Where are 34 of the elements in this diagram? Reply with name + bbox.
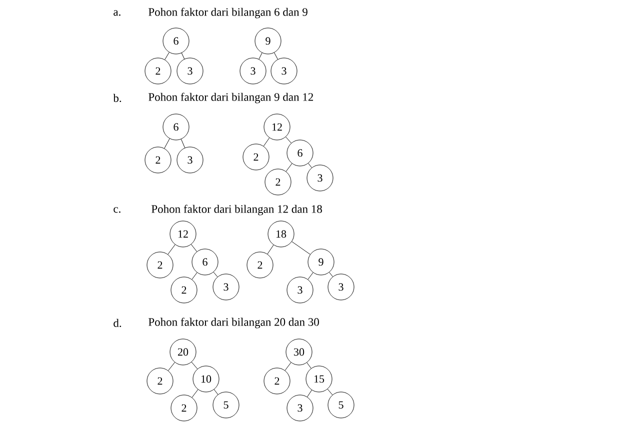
branch-line: [192, 272, 198, 280]
branch-line: [180, 138, 186, 148]
branch-line: [284, 362, 292, 371]
branch-line: [168, 362, 176, 371]
branch-line: [274, 52, 278, 60]
heading: Pohon faktor dari bilangan 20 dan 30: [148, 318, 319, 328]
branch-line: [286, 163, 292, 172]
branch-line: [308, 272, 314, 280]
heading: Pohon faktor dari bilangan 9 dan 12: [148, 92, 314, 104]
item-letter: b.: [113, 94, 122, 102]
item-letter: d.: [114, 318, 122, 328]
branch-line: [292, 241, 310, 255]
branch-line: [213, 272, 218, 278]
item-letter: c.: [114, 207, 120, 213]
branch-line: [258, 52, 262, 60]
branch-line: [191, 362, 198, 370]
heading: Pohon faktor dari bilangan 12 dan 18: [152, 204, 322, 216]
branch-line: [267, 244, 274, 254]
branch-line: [181, 52, 185, 60]
branch-line: [308, 163, 312, 168]
branch-line: [168, 244, 176, 255]
branch-line: [327, 388, 333, 396]
branch-line: [164, 52, 170, 60]
branch-line: [190, 244, 198, 252]
item-letter: a.: [114, 10, 120, 16]
branch-line: [192, 389, 198, 398]
branch-line: [306, 362, 312, 369]
branch-line: [164, 138, 170, 149]
branch-line: [307, 390, 312, 398]
branch-line: [286, 136, 292, 144]
branch-line: [263, 138, 270, 146]
branch-line: [329, 272, 333, 277]
branch-line: [214, 389, 218, 395]
heading: Pohon faktor dari bilangan 6 dan 9: [148, 8, 308, 18]
